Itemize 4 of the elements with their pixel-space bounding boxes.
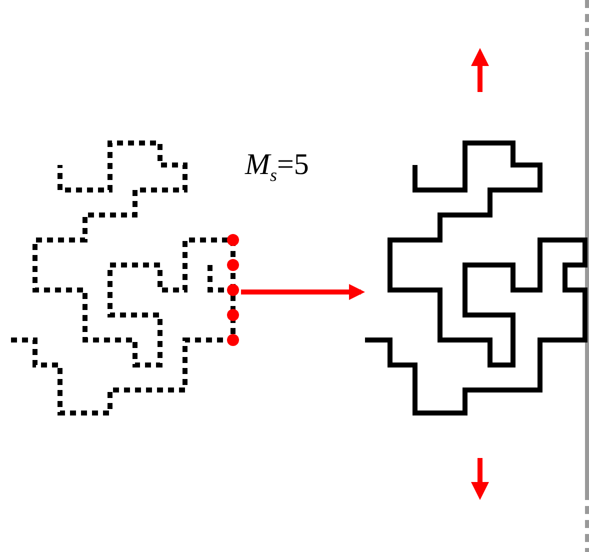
arrow — [241, 284, 365, 300]
polymer-chain-drawing — [365, 140, 588, 416]
polymer-chain-drawing — [10, 140, 239, 416]
parameter-label: M$_{s}$=5 — [245, 150, 309, 184]
